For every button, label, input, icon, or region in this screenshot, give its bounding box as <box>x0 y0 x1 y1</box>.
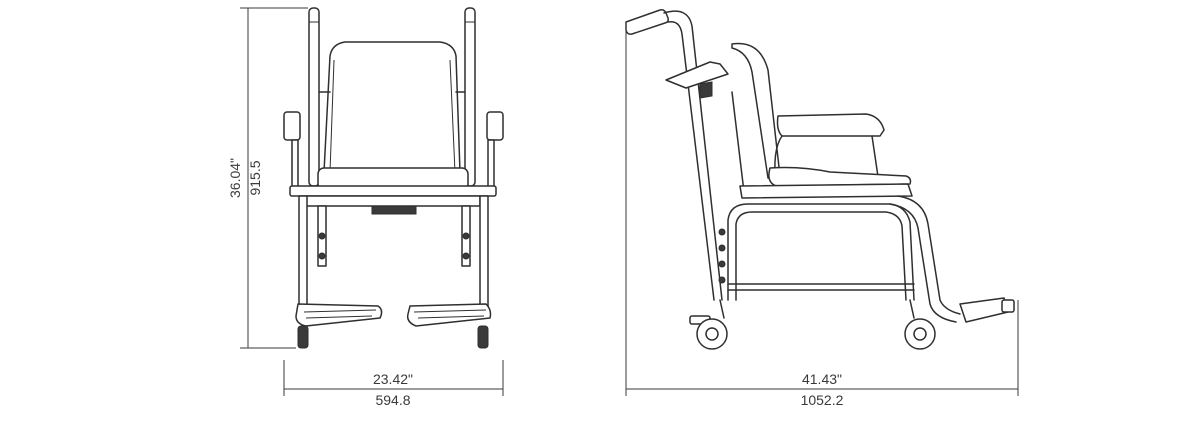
right-armrest-post <box>487 139 495 189</box>
right-armrest-pad <box>486 111 504 141</box>
right-leg <box>479 195 489 309</box>
side-backrest <box>731 42 781 179</box>
left-armrest-post <box>291 139 299 189</box>
side-depth-imperial-label: 41.43" <box>802 371 842 387</box>
side-seat <box>768 166 912 187</box>
scale-unit <box>371 205 417 215</box>
front-width-imperial-label: 23.42" <box>373 371 413 387</box>
left-armrest-pad <box>283 111 301 141</box>
seat-frame <box>289 185 497 197</box>
front-width-dimension: 23.42" 594.8 <box>283 360 504 408</box>
seat-crossbar <box>305 195 481 207</box>
left-back-post <box>308 7 320 187</box>
front-view-chair <box>283 7 504 349</box>
side-view-chair <box>625 9 1015 350</box>
front-width-metric-label: 594.8 <box>375 392 410 408</box>
push-handle-grip <box>625 9 669 35</box>
side-armrest <box>776 113 885 137</box>
right-caster <box>477 325 489 349</box>
right-footrest <box>406 303 492 327</box>
front-height-metric-label: 915.5 <box>247 160 263 195</box>
side-depth-dimension: 41.43" 1052.2 <box>625 22 1019 408</box>
side-tray <box>665 61 729 89</box>
left-leg <box>298 195 308 309</box>
left-caster <box>297 325 309 349</box>
side-seat-frame <box>739 183 913 199</box>
side-footrest <box>959 297 1009 323</box>
right-back-post <box>464 7 476 187</box>
backrest <box>323 41 461 189</box>
front-height-imperial-label: 36.04" <box>227 158 243 198</box>
left-footrest <box>295 303 383 327</box>
side-depth-metric-label: 1052.2 <box>801 392 844 408</box>
front-height-dimension: 36.04" 915.5 <box>227 7 308 349</box>
